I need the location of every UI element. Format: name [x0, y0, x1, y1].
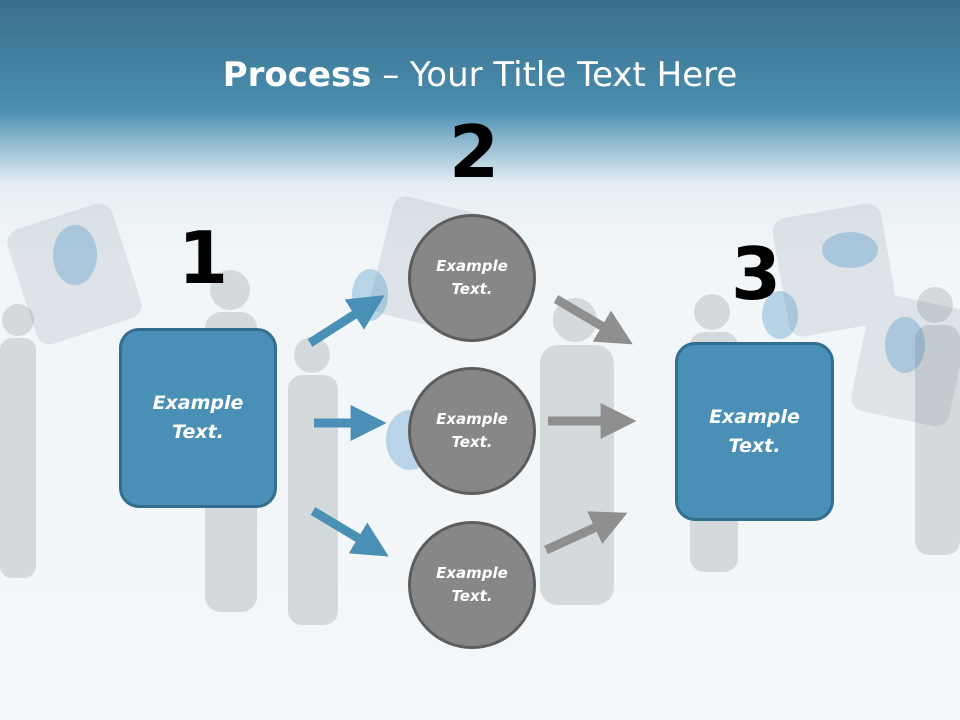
- circle-top-line1: Example: [436, 257, 508, 275]
- circle-middle-line2: Text.: [451, 433, 493, 451]
- box-left-line1: Example: [152, 392, 244, 414]
- step-number-1: 1: [178, 216, 229, 300]
- circle-bottom-line1: Example: [436, 564, 508, 582]
- circle-bottom-line2: Text.: [451, 587, 493, 605]
- title-rest: – Your Title Text Here: [371, 55, 738, 95]
- arrow-left-to-top: [307, 295, 385, 347]
- page-title: Process – Your Title Text Here: [0, 52, 960, 98]
- box-right-line2: Text.: [728, 434, 781, 457]
- step-number-2: 2: [449, 110, 500, 194]
- arrow-left-to-bottom: [310, 507, 389, 557]
- title-bold: Process: [222, 55, 372, 95]
- arrow-bottom-to-right: [544, 511, 628, 555]
- circle-middle-line1: Example: [436, 410, 508, 428]
- circle-top-line2: Text.: [451, 280, 493, 298]
- box-right-line1: Example: [709, 405, 800, 428]
- arrow-top-to-right: [553, 295, 633, 345]
- step-number-3: 3: [731, 232, 782, 316]
- box-left-line2: Text.: [172, 421, 224, 443]
